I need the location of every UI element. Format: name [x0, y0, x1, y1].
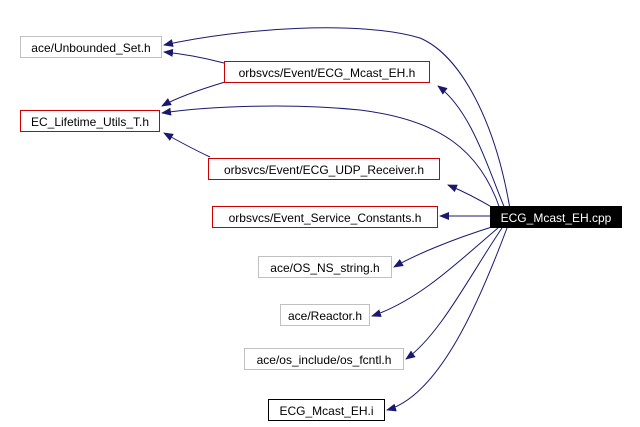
node-ace-os-include-os-fcntl-h[interactable]: ace/os_include/os_fcntl.h [244, 348, 404, 370]
edge-root-to-ec-lifetime [161, 105, 501, 210]
node-ecg-mcast-eh-h[interactable]: orbsvcs/Event/ECG_Mcast_EH.h [224, 61, 430, 83]
edge-root-to-ecg-mcast-eh-i [386, 227, 508, 412]
node-ace-os-ns-string-h[interactable]: ace/OS_NS_string.h [258, 256, 392, 278]
edge-root-to-udp-receiver [447, 184, 496, 210]
edge-root-to-ecg-mcast-eh-h [437, 85, 506, 210]
node-ecg-udp-receiver-h[interactable]: orbsvcs/Event/ECG_UDP_Receiver.h [208, 158, 440, 180]
node-ace-unbounded-set-h[interactable]: ace/Unbounded_Set.h [20, 36, 162, 58]
node-event-service-constants-h[interactable]: orbsvcs/Event_Service_Constants.h [212, 206, 438, 228]
edge-root-to-reactor [371, 227, 499, 317]
edge-mcast-eh-h-to-unbounded-set [163, 48, 225, 64]
node-ecg-mcast-eh-i[interactable]: ECG_Mcast_EH.i [268, 399, 385, 421]
edge-root-to-os-ns-string [393, 225, 496, 268]
edge-root-to-unbounded-set [163, 27, 511, 210]
edge-udp-receiver-to-ec-lifetime [163, 132, 211, 158]
node-ace-reactor-h[interactable]: ace/Reactor.h [280, 304, 370, 326]
edge-root-to-os-fcntl [405, 227, 503, 360]
edge-mcast-eh-h-to-ec-lifetime [161, 81, 226, 107]
node-ecg-mcast-eh-cpp[interactable]: ECG_Mcast_EH.cpp [490, 206, 622, 228]
node-ec-lifetime-utils-t-h[interactable]: EC_Lifetime_Utils_T.h [20, 110, 160, 132]
